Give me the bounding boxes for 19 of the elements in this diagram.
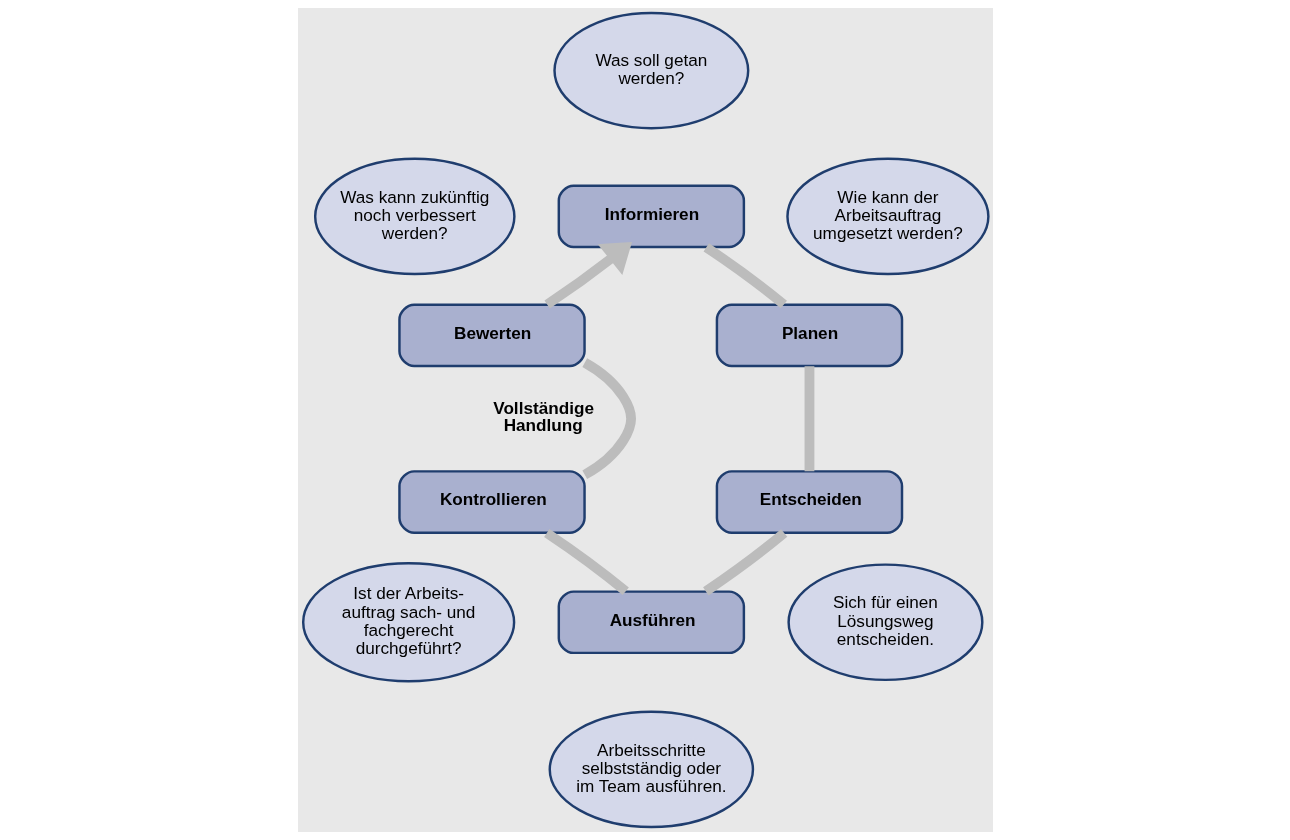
arrow (543, 242, 632, 309)
node-box: Bewerten (397, 303, 586, 368)
node-ellipse: Ist der Arbeits- auftrag sach- und fachgerecht durchgeführt? (301, 562, 515, 683)
connector (543, 528, 629, 596)
connector (702, 529, 787, 596)
node-ellipse: Arbeitsschritte selbstständig oder im Team ausführen. (548, 710, 754, 829)
node-ellipse: Was kann zukünftig noch verbessert werden? (313, 157, 516, 276)
connector (804, 366, 814, 472)
connector (703, 243, 787, 309)
node-box: Informieren (557, 184, 745, 249)
node-ellipse: Wie kann der Arbeitsauftrag umgesetzt werden? (785, 157, 990, 276)
node-ellipse: Sich für einen Lösungsweg entscheiden. (786, 563, 984, 682)
node-box: Ausführen (557, 590, 745, 655)
node-box: Entscheiden (715, 470, 903, 534)
label: Vollständige Handlung (492, 398, 594, 436)
node-ellipse: Was soll getan werden? (552, 11, 749, 130)
connector (581, 358, 636, 479)
node-box: Planen (715, 303, 903, 368)
node-box: Kontrollieren (397, 470, 586, 534)
